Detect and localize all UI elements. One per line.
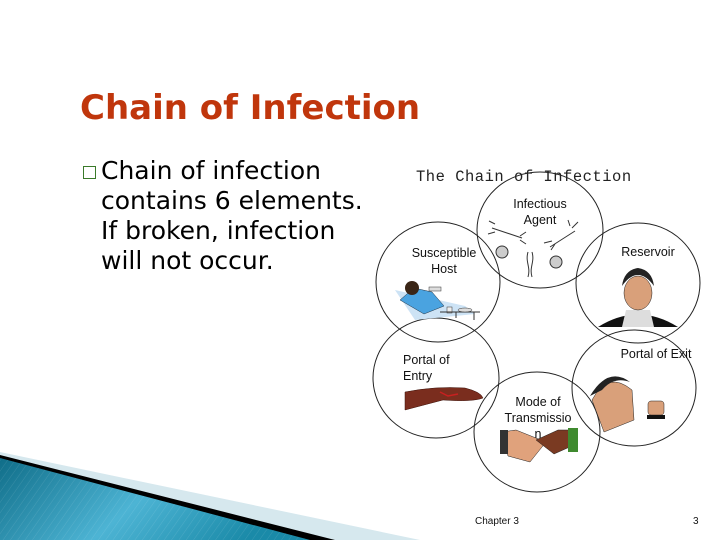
bullet-line-4: will not occur. — [101, 246, 274, 275]
footer-chapter: Chapter 3 — [475, 516, 519, 527]
man-portrait-icon — [598, 268, 678, 327]
slide-title: Chain of Infection — [80, 88, 421, 128]
node-infectious-agent: Infectious Agent — [513, 197, 567, 227]
coughing-man-icon — [590, 376, 665, 433]
bullet-line-2: contains 6 elements. — [101, 186, 363, 215]
bullet-line-1: Chain of infection — [101, 156, 322, 185]
bullet-list: Chain of infection contains 6 elements. … — [83, 156, 403, 276]
node-susceptible-host: Susceptible Host — [411, 246, 477, 276]
microbes-icon — [487, 219, 579, 278]
cut-finger-icon — [404, 387, 484, 411]
square-bullet-icon — [83, 166, 96, 179]
node-portal-of-entry: Portal of Entry — [403, 353, 450, 383]
bullet-item: Chain of infection — [83, 156, 403, 186]
bullet-line-3: If broken, infection — [101, 216, 336, 245]
node-mode-of-transmission: Mode of Transmissio n — [504, 395, 572, 441]
node-reservoir: Reservoir — [621, 245, 675, 259]
footer-page-number: 3 — [693, 516, 699, 527]
diagram-title: The Chain of Infection — [416, 168, 632, 186]
node-portal-of-exit: Portal of Exit — [620, 347, 692, 361]
patient-in-bed-icon — [395, 281, 480, 320]
